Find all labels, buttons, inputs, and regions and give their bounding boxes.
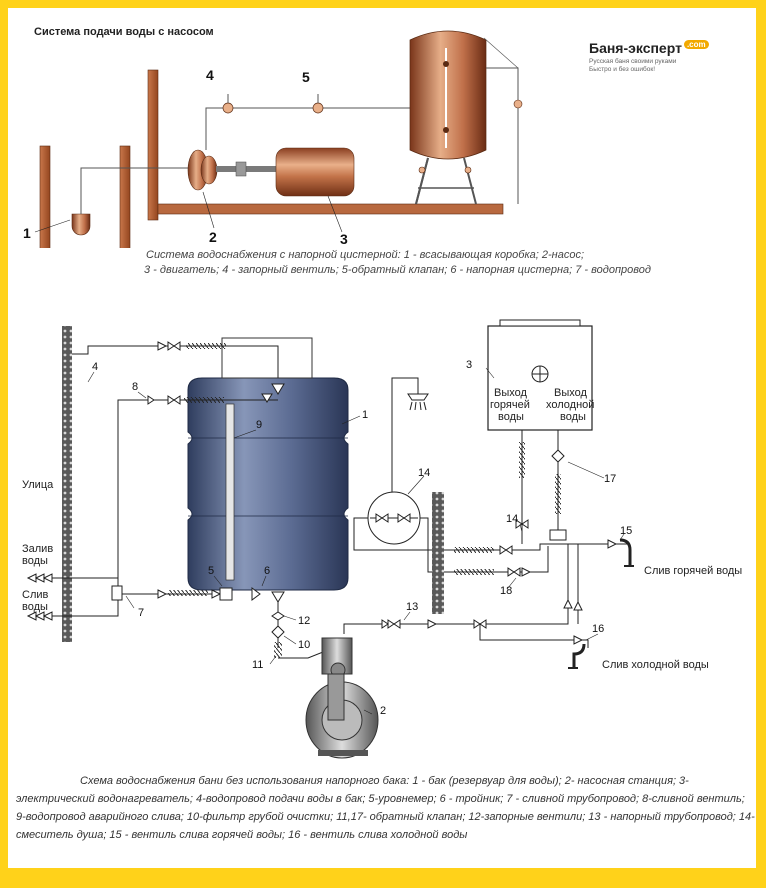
heater-cold-label-1: Выход bbox=[554, 387, 587, 399]
top-diagram: 1 2 3 4 5 bbox=[23, 30, 523, 248]
num-13: 13 bbox=[406, 601, 418, 613]
fill-label-1: Залив bbox=[22, 543, 53, 555]
top-label-5: 5 bbox=[302, 69, 310, 85]
heater-cold-label-3: воды bbox=[560, 411, 586, 423]
brand-tagline-2: Быстро и без ошибок! bbox=[589, 66, 655, 73]
num-17: 17 bbox=[604, 473, 616, 485]
bottom-caption: Схема водоснабжения бани без использован… bbox=[16, 772, 756, 844]
num-14-mixer: 14 bbox=[418, 467, 430, 479]
top-caption-line-1: Система водоснабжения с напорной цистерн… bbox=[146, 249, 585, 261]
top-label-4: 4 bbox=[206, 67, 214, 83]
top-label-2: 2 bbox=[209, 229, 217, 245]
bottom-diagram: Улица Залив воды Слив воды Выход горячей… bbox=[22, 319, 742, 759]
fill-label-2: воды bbox=[22, 555, 48, 567]
brand-logo: Баня-эксперт.com Русская баня своими рук… bbox=[589, 40, 709, 74]
water-heater bbox=[487, 319, 593, 431]
drain-label-2: воды bbox=[22, 601, 48, 613]
heater-hot-label-2: горячей bbox=[490, 399, 530, 411]
num-18: 18 bbox=[500, 585, 512, 597]
num-1: 1 bbox=[362, 409, 368, 421]
brand-suffix: .com bbox=[683, 40, 709, 49]
heater-hot-label-3: воды bbox=[498, 411, 524, 423]
top-caption: Система водоснабжения с напорной цистерн… bbox=[144, 248, 746, 278]
num-8: 8 bbox=[132, 381, 138, 393]
num-10: 10 bbox=[298, 639, 310, 651]
top-label-3: 3 bbox=[340, 231, 348, 247]
well bbox=[39, 69, 504, 248]
drain-label-1: Слив bbox=[22, 589, 49, 601]
water-tank bbox=[187, 377, 349, 591]
num-7: 7 bbox=[138, 607, 144, 619]
fill-inlet-arrows bbox=[26, 573, 72, 621]
num-14-valve: 14 bbox=[506, 513, 518, 525]
brand-tagline-1: Русская баня своими руками bbox=[589, 58, 677, 65]
num-5: 5 bbox=[208, 565, 214, 577]
brand-name: Баня-эксперт bbox=[589, 40, 682, 56]
pump-station bbox=[305, 637, 379, 759]
top-label-1: 1 bbox=[23, 225, 31, 241]
num-16: 16 bbox=[592, 623, 604, 635]
num-15: 15 bbox=[620, 525, 632, 537]
num-11: 11 bbox=[252, 659, 263, 671]
num-3: 3 bbox=[466, 359, 472, 371]
cold-drain-label: Слив холодной воды bbox=[602, 659, 709, 671]
num-4: 4 bbox=[92, 361, 98, 373]
motor bbox=[275, 147, 355, 197]
shower-mixer bbox=[353, 377, 432, 573]
suction-box bbox=[71, 213, 91, 236]
pump bbox=[187, 149, 276, 191]
street-label: Улица bbox=[22, 479, 54, 491]
top-caption-line-2: 3 - двигатель; 4 - запорный вентиль; 5-о… bbox=[144, 264, 651, 276]
street-wall bbox=[62, 326, 72, 642]
heater-hot-label-1: Выход bbox=[494, 387, 527, 399]
heater-cold-label-2: холодной bbox=[546, 399, 594, 411]
image-frame: Система подачи воды с насосом Баня-экспе… bbox=[8, 8, 756, 868]
num-9: 9 bbox=[256, 419, 262, 431]
top-diagram-title: Система подачи воды с насосом bbox=[34, 26, 214, 38]
bottom-caption-text: Схема водоснабжения бани без использован… bbox=[16, 775, 755, 841]
num-6: 6 bbox=[264, 565, 270, 577]
num-12: 12 bbox=[298, 615, 310, 627]
inner-wall bbox=[432, 492, 444, 614]
num-2: 2 bbox=[380, 705, 386, 717]
pressure-tank bbox=[409, 30, 487, 205]
hot-drain-label: Слив горячей воды bbox=[644, 565, 742, 577]
